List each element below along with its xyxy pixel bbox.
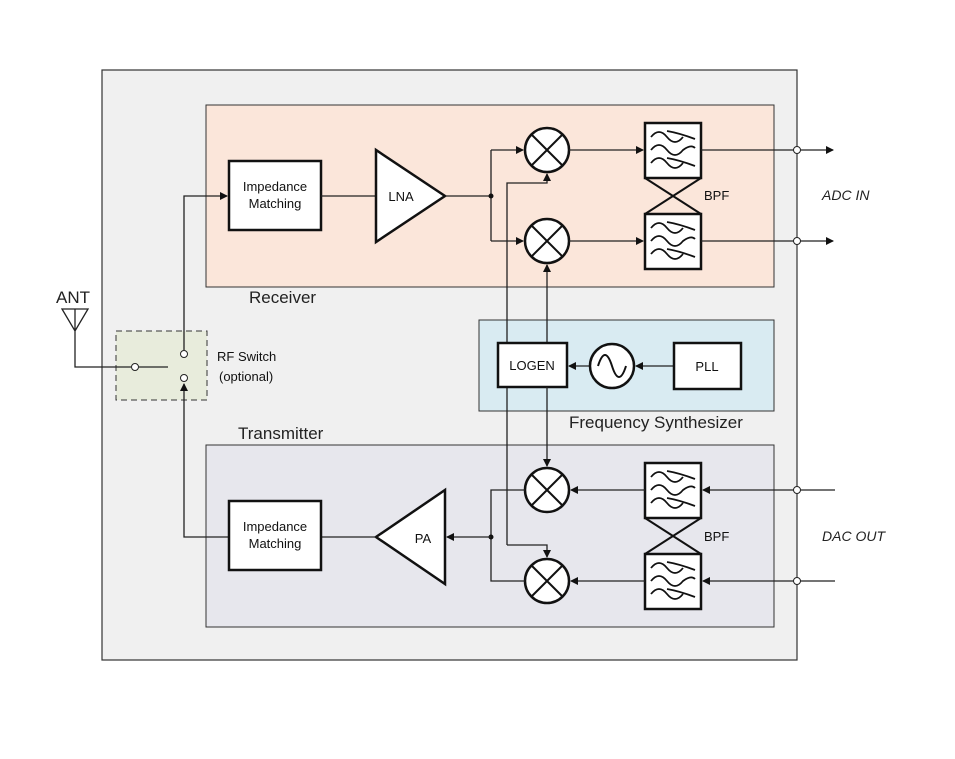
- transmitter-label: Transmitter: [238, 424, 324, 443]
- logen-label: LOGEN: [509, 358, 555, 373]
- tx-bpf-i: [643, 461, 703, 520]
- tx-bpf-label: BPF: [704, 529, 729, 544]
- rx-match-text-2: Matching: [249, 196, 302, 211]
- rx-bpf-i: [643, 121, 703, 180]
- synth-label: Frequency Synthesizer: [569, 413, 743, 432]
- tx-impedance-matching: [227, 499, 323, 572]
- pa-label: PA: [415, 531, 432, 546]
- rx-mixer-q: [523, 217, 571, 265]
- tx-mixer-i: [523, 466, 571, 514]
- pll-label: PLL: [695, 359, 718, 374]
- rx-bpf-q: [643, 212, 703, 271]
- adc-in-label: ADC IN: [821, 187, 870, 203]
- rf-switch: [115, 330, 208, 401]
- logen-block: [496, 341, 569, 389]
- tx-bpf-q: [643, 552, 703, 611]
- lna-label: LNA: [388, 189, 414, 204]
- oscillator-icon: [588, 342, 636, 390]
- antenna-icon: [60, 308, 131, 368]
- lna-amplifier: [374, 147, 448, 245]
- pll-block: [672, 341, 743, 391]
- rx-match-text: Impedance: [243, 179, 307, 194]
- rx-impedance-matching: [227, 159, 323, 232]
- rf-switch-note: (optional): [219, 369, 273, 384]
- tx-mixer-q: [523, 557, 571, 605]
- pa-amplifier: [373, 487, 447, 587]
- receiver-label: Receiver: [249, 288, 316, 307]
- tx-match-text: Impedance: [243, 519, 307, 534]
- rx-bpf-label: BPF: [704, 188, 729, 203]
- dac-out-label: DAC OUT: [822, 528, 886, 544]
- tx-match-text-2: Matching: [249, 536, 302, 551]
- antenna-label: ANT: [56, 288, 90, 307]
- rx-mixer-i: [523, 126, 571, 174]
- rf-switch-label: RF Switch: [217, 349, 276, 364]
